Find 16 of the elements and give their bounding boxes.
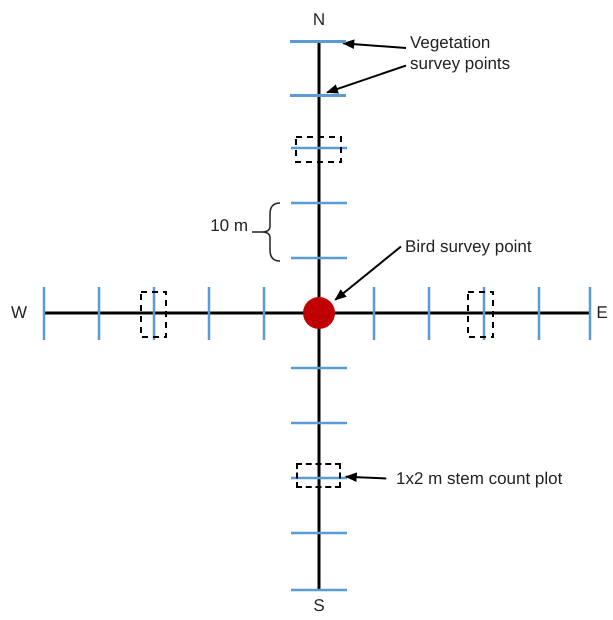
survey-point-marker [303, 297, 335, 329]
stem-count-plot [296, 463, 341, 488]
compass-label: S [313, 596, 325, 616]
compass-label: E [596, 303, 608, 323]
callout-text: 1x2 m stem count plot [396, 468, 586, 489]
distance-label: 10 m [210, 216, 248, 236]
leader-arrow [326, 64, 406, 94]
survey-point-tick [290, 40, 346, 43]
leader-arrow [334, 246, 402, 301]
compass-label: W [10, 303, 28, 323]
compass-label: N [312, 10, 326, 30]
leader-arrow [342, 39, 406, 49]
leader-arrow [344, 472, 386, 482]
callout-text: Bird survey point [405, 236, 555, 257]
survey-point-tick [290, 94, 346, 97]
callout-text: Vegetation survey points [410, 32, 530, 74]
